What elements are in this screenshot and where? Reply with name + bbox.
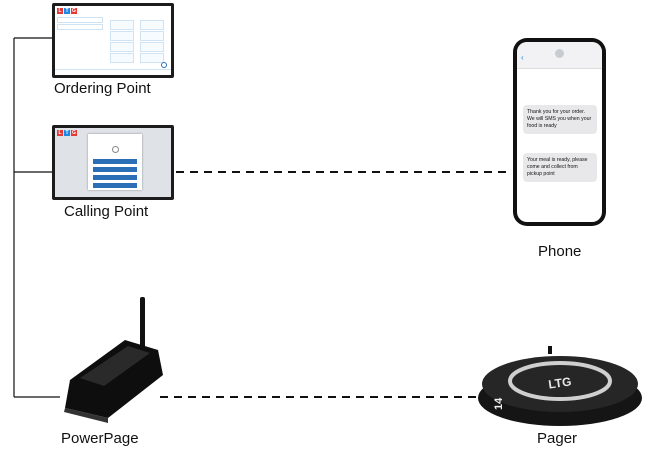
dialog-button[interactable] bbox=[93, 159, 137, 164]
phone-screen: ‹ Thank you for your order. We will SMS … bbox=[517, 42, 602, 222]
dialog-button[interactable] bbox=[93, 175, 137, 180]
dialog-button[interactable] bbox=[93, 167, 137, 172]
powerpage-label: PowerPage bbox=[61, 430, 139, 447]
keypad-key[interactable] bbox=[110, 53, 134, 63]
user-icon[interactable] bbox=[161, 62, 167, 68]
logo-letter: T bbox=[64, 8, 70, 14]
calling-dialog bbox=[88, 134, 142, 190]
pager-number-text: 14 bbox=[493, 397, 505, 410]
order-input-field[interactable] bbox=[57, 17, 103, 23]
pager-light-ring bbox=[508, 361, 612, 401]
keypad-key[interactable] bbox=[140, 20, 164, 30]
sms-message-1: Thank you for your order. We will SMS yo… bbox=[523, 105, 597, 134]
calling-point-screen: L T G bbox=[55, 128, 171, 197]
keypad-row bbox=[110, 53, 164, 63]
keypad-key[interactable] bbox=[110, 20, 134, 30]
keypad-key[interactable] bbox=[140, 42, 164, 52]
bell-icon bbox=[112, 146, 119, 153]
powerpage-base-edge bbox=[64, 408, 108, 423]
powerpage-antenna bbox=[140, 297, 145, 349]
pager-label: Pager bbox=[537, 430, 578, 447]
order-input-field[interactable] bbox=[57, 24, 103, 30]
calling-point-label: Calling Point bbox=[64, 203, 149, 220]
app-logo: L T G bbox=[57, 8, 77, 14]
keypad-row bbox=[110, 31, 164, 41]
phone-device: ‹ Thank you for your order. We will SMS … bbox=[513, 38, 606, 226]
keypad-key[interactable] bbox=[140, 31, 164, 41]
pager-brand-text: LTG bbox=[547, 374, 572, 391]
logo-letter: G bbox=[71, 8, 77, 14]
ordering-point-tablet: L T G bbox=[52, 3, 174, 78]
ordering-point-label: Ordering Point bbox=[54, 80, 151, 97]
back-chevron-icon[interactable]: ‹ bbox=[521, 53, 524, 62]
pager-knob bbox=[548, 346, 552, 354]
bottom-toolbar bbox=[55, 69, 171, 75]
keypad-row bbox=[110, 20, 164, 30]
calling-point-tablet: L T G bbox=[52, 125, 174, 200]
keypad-key[interactable] bbox=[110, 42, 134, 52]
phone-label: Phone bbox=[538, 243, 582, 260]
ordering-point-screen: L T G bbox=[55, 6, 171, 75]
logo-letter: G bbox=[71, 130, 77, 136]
logo-letter: L bbox=[57, 8, 63, 14]
dialog-button[interactable] bbox=[93, 183, 137, 188]
logo-letter: T bbox=[64, 130, 70, 136]
powerpage-top-panel bbox=[80, 346, 150, 386]
keypad-key[interactable] bbox=[140, 53, 164, 63]
contact-avatar bbox=[555, 49, 564, 58]
logo-letter: L bbox=[57, 130, 63, 136]
app-logo: L T G bbox=[57, 130, 77, 136]
keypad-key[interactable] bbox=[110, 31, 134, 41]
sms-message-2: Your meal is ready, please come and coll… bbox=[523, 153, 597, 182]
keypad-row bbox=[110, 42, 164, 52]
